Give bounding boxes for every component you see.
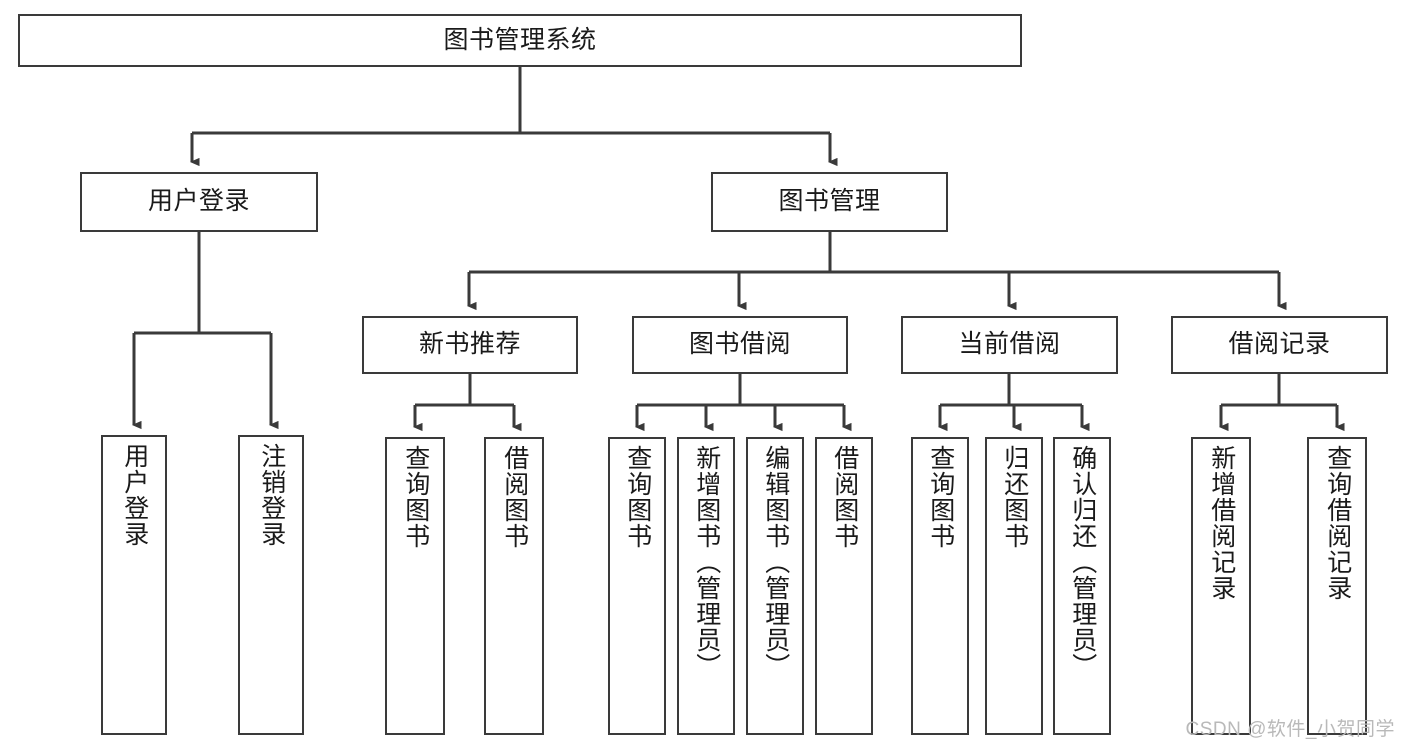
node-new-book-recommend-label: 新书推荐 <box>418 330 521 359</box>
node-current-borrow-label: 当前借阅 <box>958 330 1061 359</box>
node-leaf-query-book-borrow[interactable]: 查询图书 <box>608 437 666 735</box>
node-leaf-add-book-admin[interactable]: 新增图书（管理员） <box>677 437 735 735</box>
node-leaf-add-borrow-record-label: 新增借阅记录 <box>1207 445 1236 601</box>
node-user-login-label: 用户登录 <box>147 187 250 216</box>
node-book-borrow-label: 图书借阅 <box>688 330 791 359</box>
node-leaf-query-book-current-label: 查询图书 <box>926 445 955 549</box>
node-current-borrow[interactable]: 当前借阅 <box>901 316 1118 374</box>
node-leaf-edit-book-admin[interactable]: 编辑图书（管理员） <box>746 437 804 735</box>
node-leaf-confirm-return-admin-label: 确认归还（管理员） <box>1068 445 1097 679</box>
node-leaf-user-login-label: 用户登录 <box>120 443 149 547</box>
node-book-management[interactable]: 图书管理 <box>711 172 948 232</box>
node-leaf-borrow-book-recommend[interactable]: 借阅图书 <box>484 437 544 735</box>
node-leaf-confirm-return-admin[interactable]: 确认归还（管理员） <box>1053 437 1111 735</box>
node-leaf-return-book[interactable]: 归还图书 <box>985 437 1043 735</box>
node-leaf-query-book-recommend-label: 查询图书 <box>401 445 430 549</box>
node-leaf-query-book-current[interactable]: 查询图书 <box>911 437 969 735</box>
node-book-borrow[interactable]: 图书借阅 <box>632 316 848 374</box>
watermark: CSDN @软件_小贺同学 <box>1185 719 1395 740</box>
node-leaf-add-borrow-record[interactable]: 新增借阅记录 <box>1191 437 1251 735</box>
node-leaf-borrow-book[interactable]: 借阅图书 <box>815 437 873 735</box>
node-leaf-user-login[interactable]: 用户登录 <box>101 435 167 735</box>
node-leaf-borrow-book-recommend-label: 借阅图书 <box>500 445 529 549</box>
node-new-book-recommend[interactable]: 新书推荐 <box>362 316 578 374</box>
node-leaf-query-book-recommend[interactable]: 查询图书 <box>385 437 445 735</box>
node-leaf-query-borrow-record[interactable]: 查询借阅记录 <box>1307 437 1367 735</box>
node-root-label: 图书管理系统 <box>443 25 597 54</box>
node-root[interactable]: 图书管理系统 <box>18 14 1022 67</box>
node-leaf-add-book-admin-label: 新增图书（管理员） <box>692 445 721 679</box>
node-book-management-label: 图书管理 <box>778 187 881 216</box>
node-leaf-logout-login[interactable]: 注销登录 <box>238 435 304 735</box>
node-leaf-query-borrow-record-label: 查询借阅记录 <box>1323 445 1352 601</box>
node-leaf-borrow-book-label: 借阅图书 <box>830 445 859 549</box>
node-user-login[interactable]: 用户登录 <box>80 172 318 232</box>
node-leaf-logout-login-label: 注销登录 <box>257 443 286 547</box>
node-leaf-edit-book-admin-label: 编辑图书（管理员） <box>761 445 790 679</box>
node-leaf-return-book-label: 归还图书 <box>1000 445 1029 549</box>
node-borrow-record[interactable]: 借阅记录 <box>1171 316 1388 374</box>
node-borrow-record-label: 借阅记录 <box>1228 330 1331 359</box>
node-leaf-query-book-borrow-label: 查询图书 <box>623 445 652 549</box>
